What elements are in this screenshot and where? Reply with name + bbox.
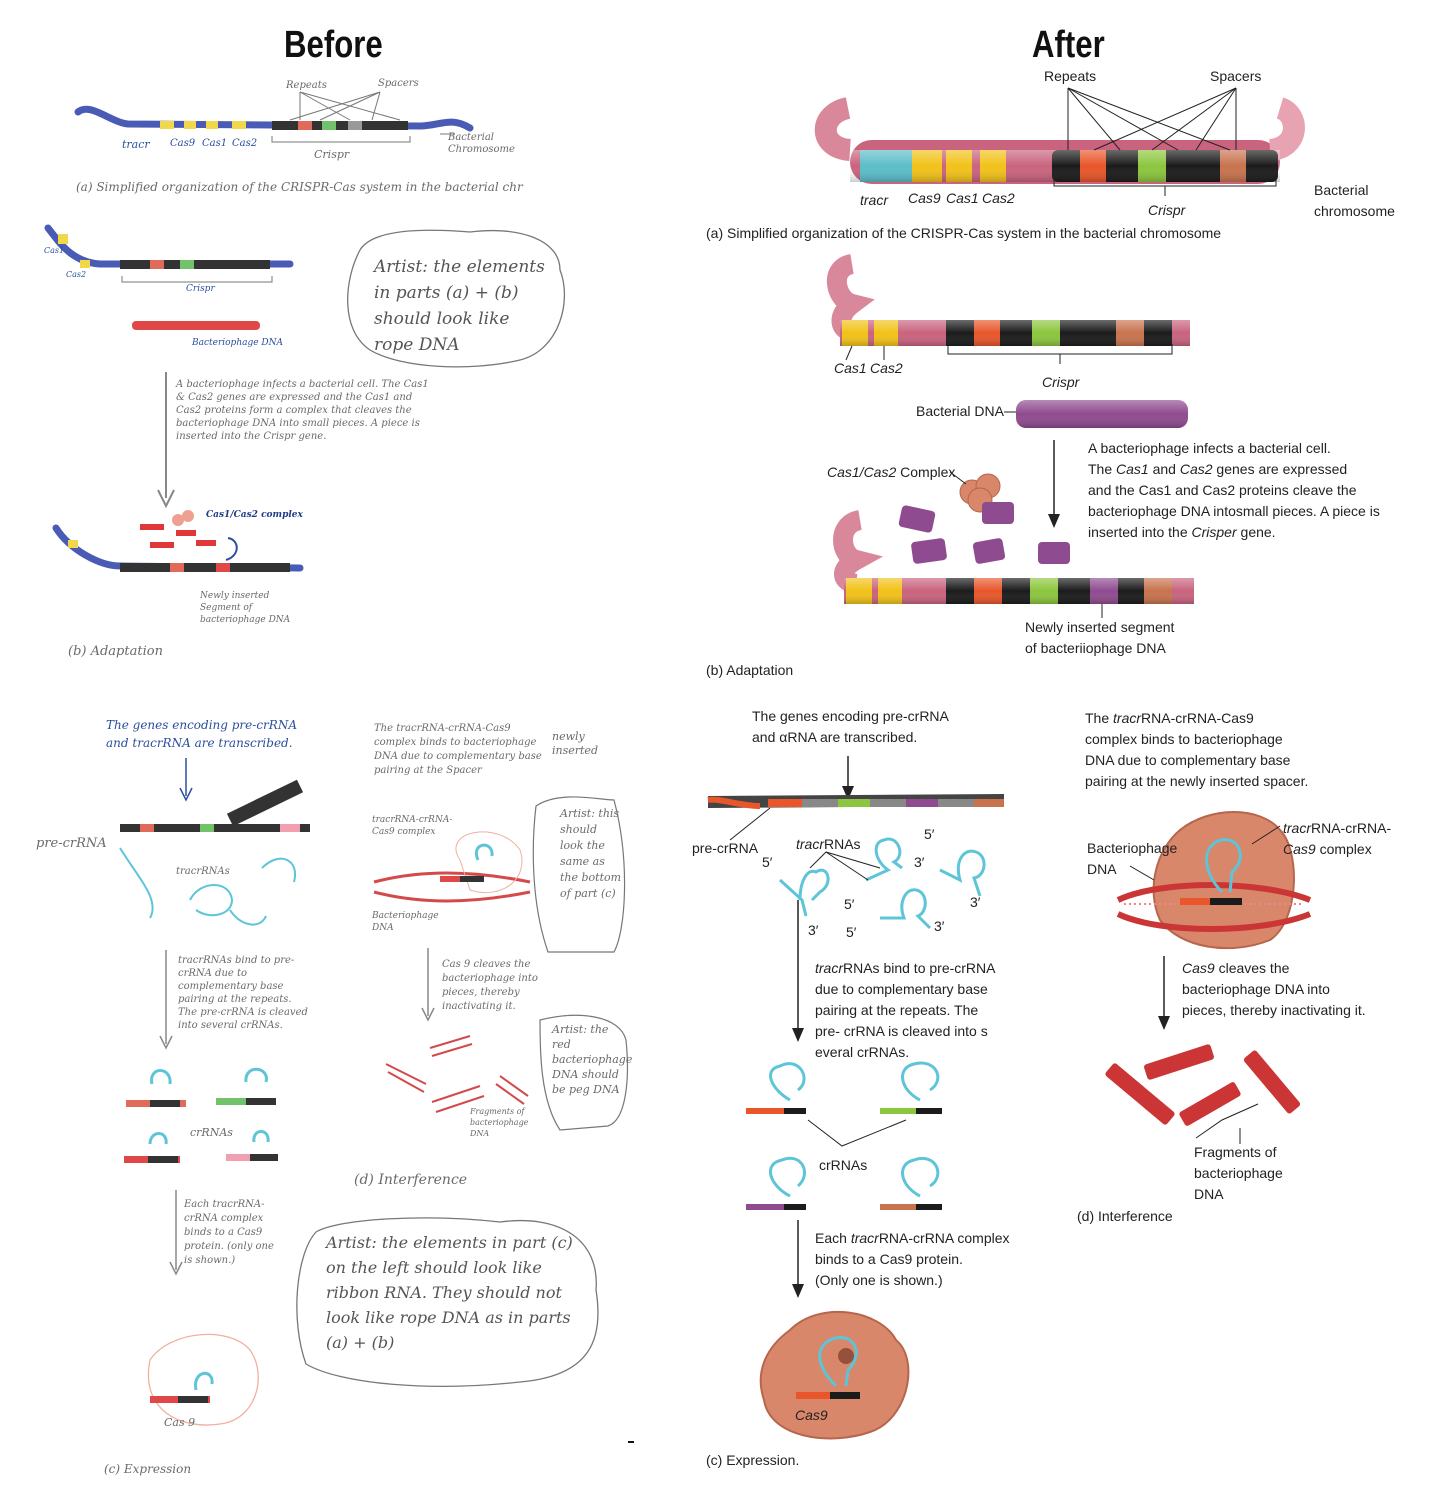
bacterial-dna-label: Bacterial DNA (916, 401, 1004, 422)
end-5-1: 5′ (762, 852, 772, 873)
cleave-text: Cas9 cleaves the bacteriophage DNA into … (1182, 958, 1382, 1021)
repeats-label: Repeats (1044, 66, 1096, 87)
cas2-label-b: Cas2 (870, 358, 903, 379)
interference-complex (1118, 812, 1310, 948)
caption-d: (d) Interference (1077, 1208, 1173, 1224)
end-3-2: 3′ (970, 892, 980, 913)
complex-label-b: Cas1/Cas2 Complex (827, 462, 955, 483)
end-3-3: 3′ (808, 920, 818, 941)
tracr-label: tracr (860, 190, 888, 211)
crrnas-label: crRNAs (819, 1155, 867, 1176)
crispr-label-b: Crispr (1042, 372, 1079, 393)
cas2-label: Cas2 (982, 188, 1015, 209)
bind-text: tracrRNAs bind to pre-crRNA due to compl… (815, 958, 1015, 1063)
tracrrnas-label: tracrRNAs (796, 834, 861, 855)
adaptation-text: A bacteriophage infects a bacterial cell… (1088, 438, 1388, 543)
caption-c: (c) Expression. (706, 1452, 799, 1468)
phage-fragments (1104, 1044, 1301, 1127)
chromosome-b (837, 264, 1190, 364)
crrna-complexes (746, 1063, 942, 1210)
spacers-label: Spacers (1210, 66, 1261, 87)
crispr-label-a: Crispr (1148, 200, 1185, 221)
end-5-4: 5′ (846, 922, 856, 943)
cas9-label-c: Cas9 (795, 1405, 828, 1426)
complex-label-d: tracrRNA-crRNA-Cas9 complex (1283, 818, 1391, 860)
end-5-2: 5′ (924, 824, 934, 845)
each-text: Each tracrRNA-crRNA complex binds to a C… (815, 1228, 1025, 1291)
end-3-1: 3′ (914, 852, 924, 873)
cas9-protein-c (761, 1312, 909, 1439)
caption-a: (a) Simplified organization of the CRISP… (706, 225, 1221, 241)
caption-b: (b) Adaptation (706, 662, 793, 678)
end-3-4: 3′ (934, 916, 944, 937)
cas1-label-b: Cas1 (834, 358, 867, 379)
cas1-label: Cas1 (946, 188, 979, 209)
end-5-3: 5′ (844, 894, 854, 915)
pre-crrna-label: pre-crRNA (692, 838, 758, 859)
chromosome-a (826, 88, 1294, 196)
interference-top-text: The tracrRNA-crRNA-Cas9 complex binds to… (1085, 708, 1325, 792)
cas9-label: Cas9 (908, 188, 941, 209)
